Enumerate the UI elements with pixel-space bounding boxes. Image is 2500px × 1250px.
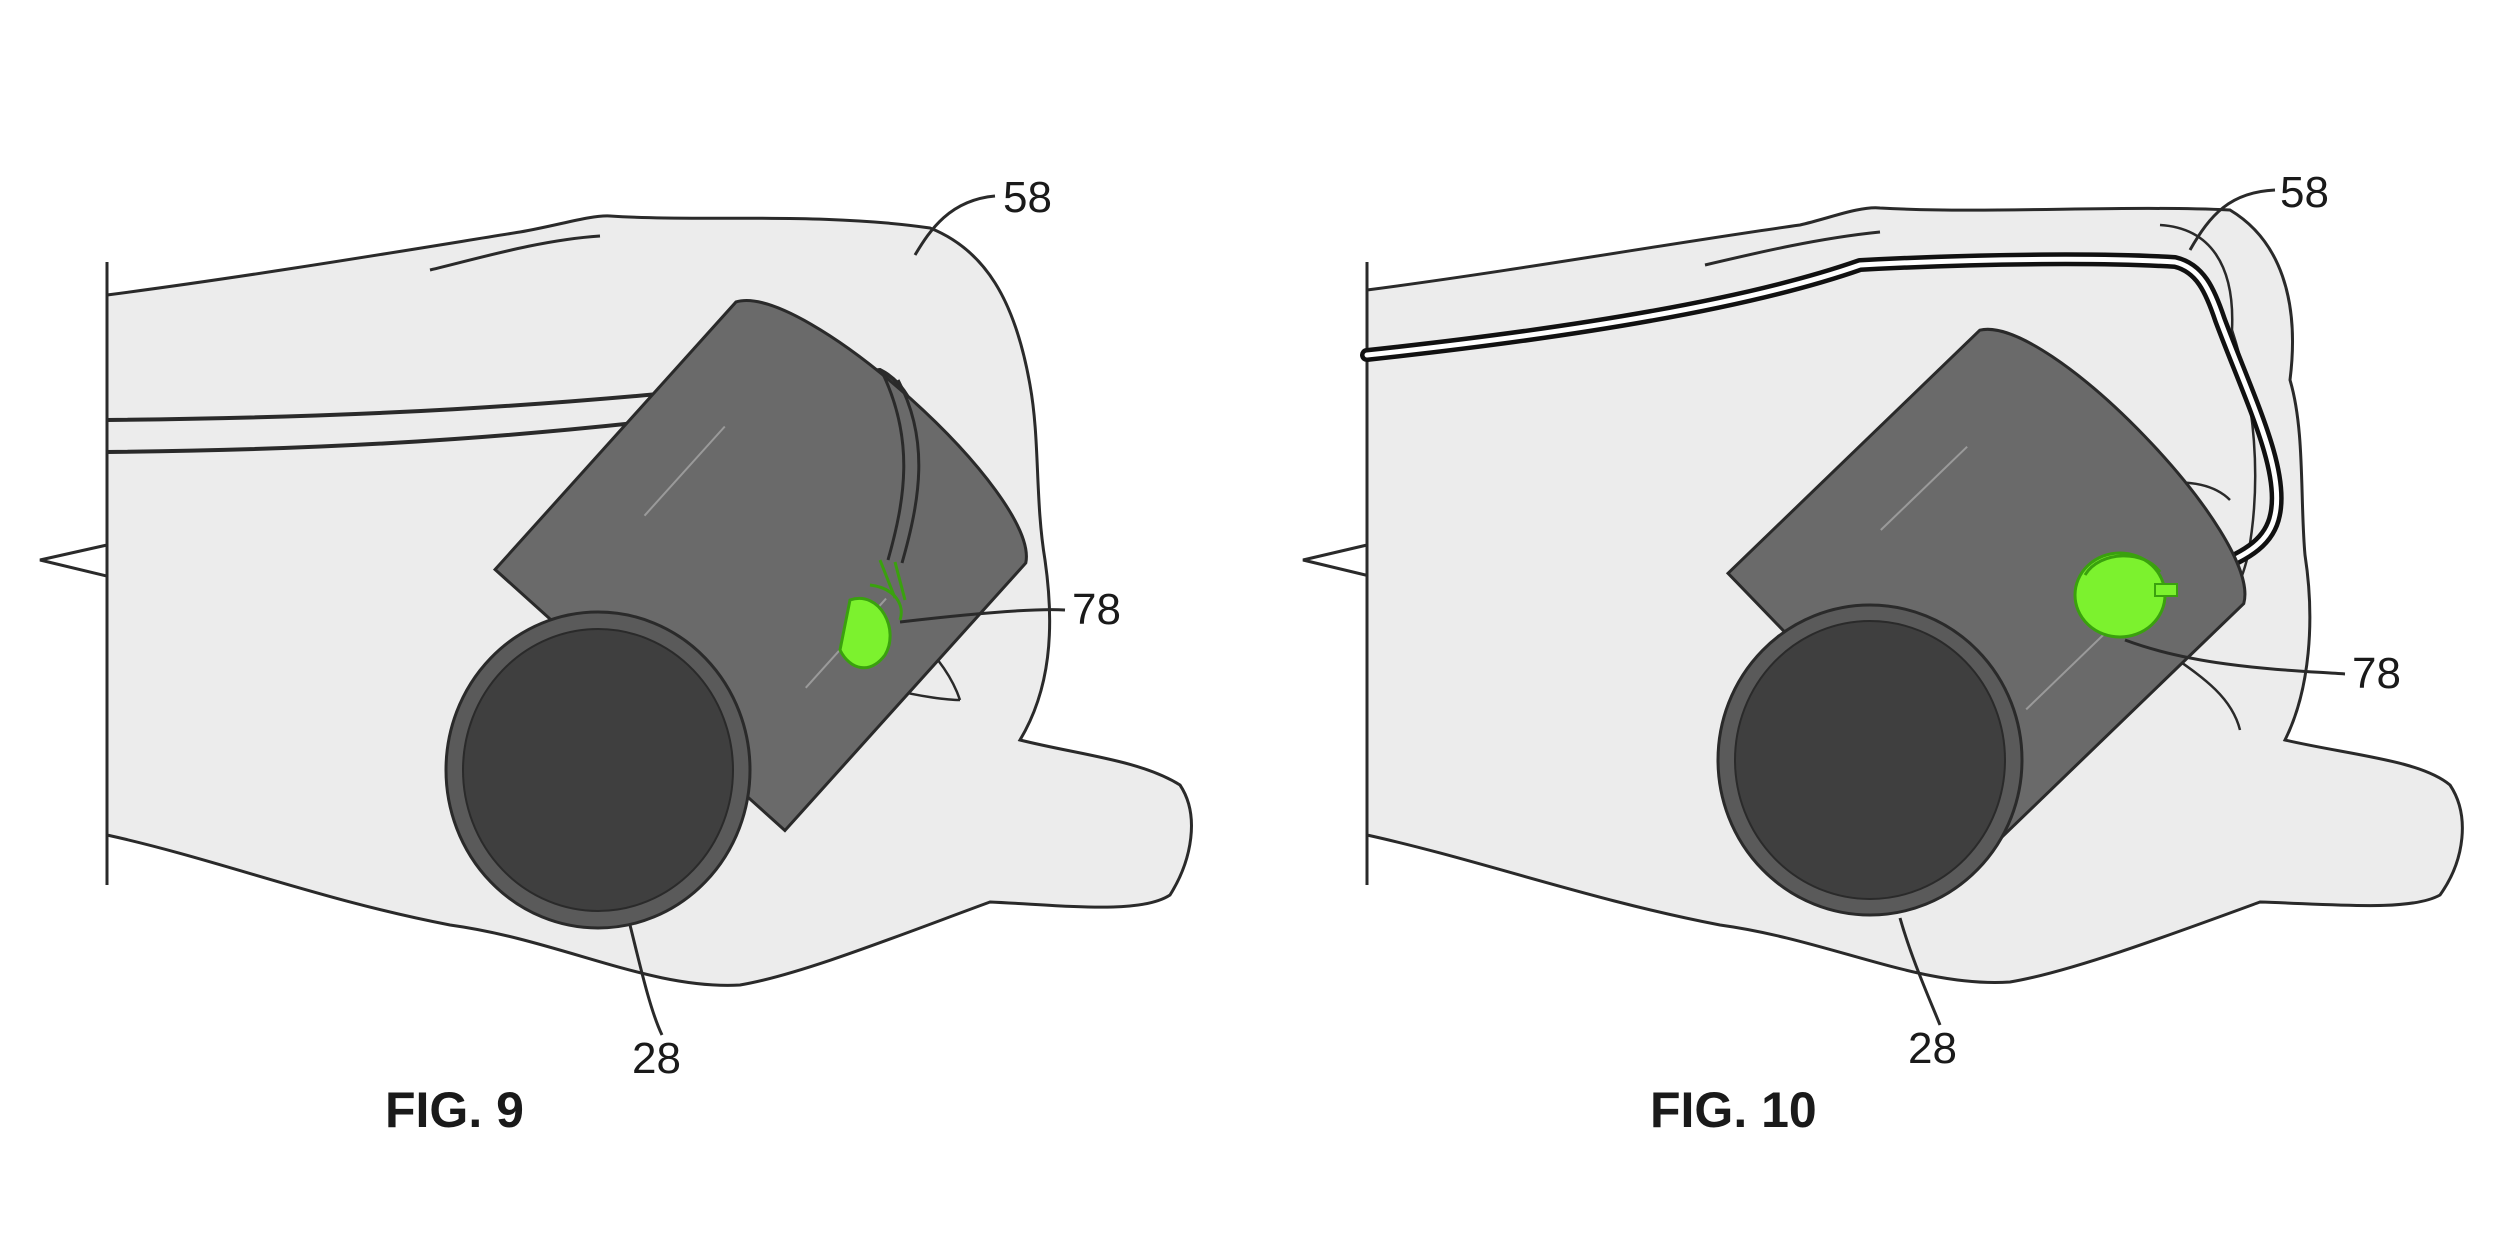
- leader-78: [899, 608, 1066, 624]
- leader-78: [2124, 638, 2346, 676]
- handle-bore: [462, 628, 734, 912]
- handle-bore: [1734, 620, 2006, 900]
- knuckle-crease: [429, 234, 601, 272]
- external-cable-core: [1364, 256, 2280, 595]
- ref-28: 28: [632, 1034, 681, 1083]
- handle-tube: [1725, 327, 2247, 849]
- leader-58: [913, 194, 996, 256]
- leader-28: [628, 924, 664, 1036]
- figure-label: FIG. 10: [1650, 1082, 1817, 1138]
- leader-28: [1898, 917, 1942, 1026]
- ref-58: 58: [1003, 173, 1052, 222]
- sensor-wire: [880, 371, 921, 564]
- ref-58: 58: [2280, 168, 2329, 217]
- knuckle-crease: [1704, 230, 1881, 267]
- figure-10: 58 78 28 FIG. 10: [1302, 168, 2464, 1138]
- ref-78: 78: [2352, 649, 2401, 698]
- ref-28: 28: [1908, 1024, 1957, 1073]
- ref-78: 78: [1072, 585, 1121, 634]
- leader-58: [2188, 188, 2276, 251]
- figure-9: 58 78 28 FIG. 9: [39, 173, 1193, 1138]
- sensor-element: [2073, 551, 2178, 639]
- figure-label: FIG. 9: [385, 1082, 524, 1138]
- sensor-element: [838, 559, 907, 670]
